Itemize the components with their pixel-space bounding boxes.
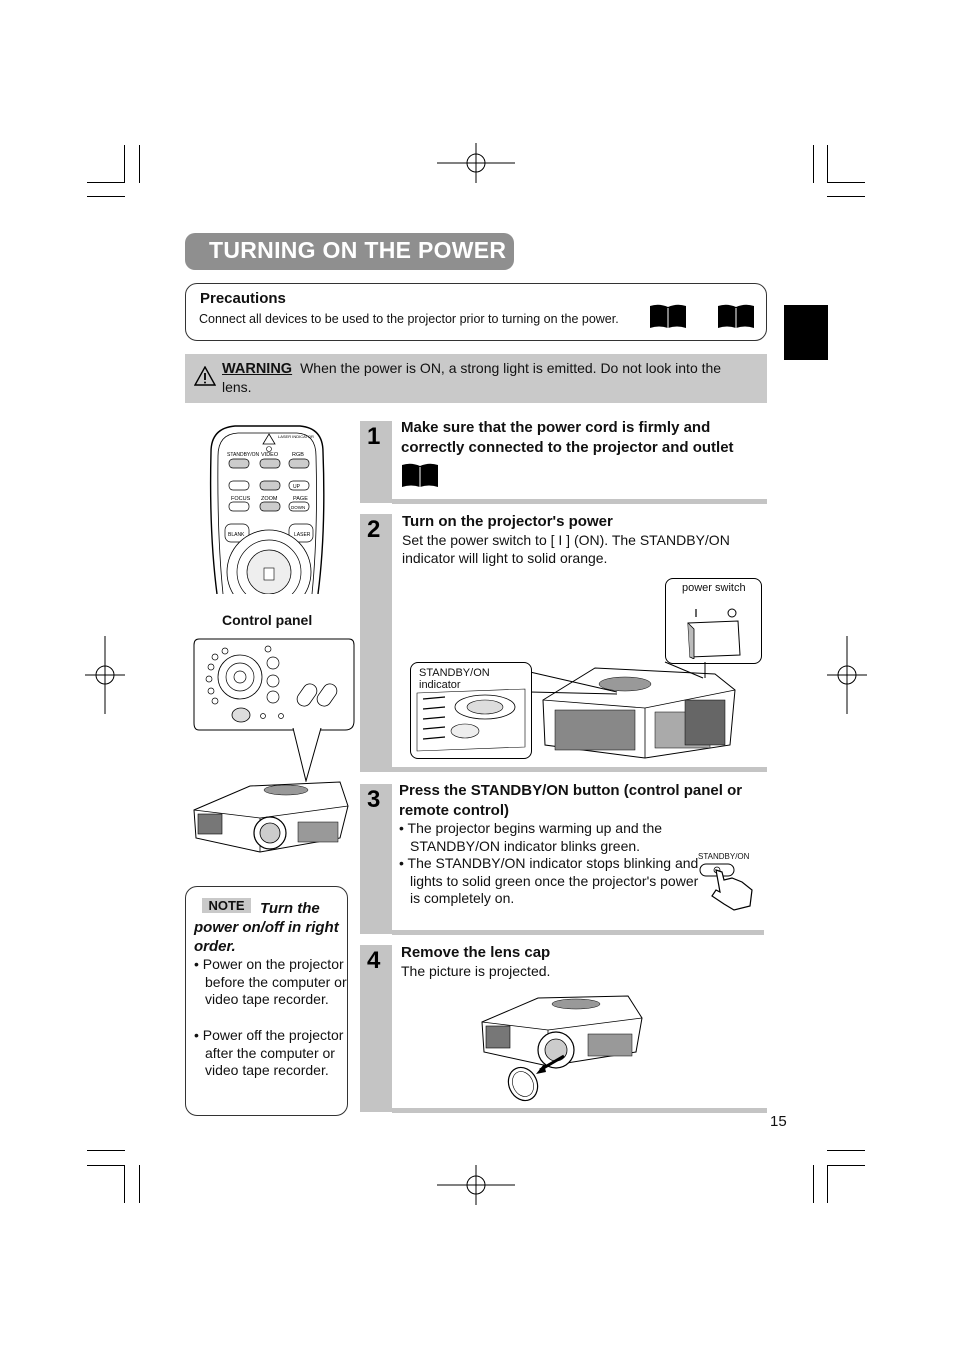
registration-mark-icon [437,1165,515,1205]
note-item: • Power on the projector before the comp… [194,956,347,1007]
crop-mark [827,1165,865,1166]
precautions-box: Precautions Connect all devices to be us… [185,283,767,341]
book-icon [402,463,438,487]
crop-mark [827,145,828,183]
step-title: Press the STANDBY/ON button (control pan… [399,782,743,819]
step-number: 2 [367,516,381,543]
warning-triangle-icon [194,366,216,386]
crop-mark [813,1165,814,1203]
step-title: Remove the lens cap [401,944,551,961]
remote-label-zoom: ZOOM [261,496,278,502]
step-number-bar: 3 [360,784,392,934]
note-box: NOTE Turn the power on/off in right orde… [185,886,348,1116]
page-number: 15 [770,1113,787,1130]
callout-lines [529,661,706,695]
remote-label-page: PAGE [293,496,308,502]
remote-label-video: VIDEO [261,452,279,458]
crop-mark [87,196,125,197]
remote-label-standby: STANDBY/ON [227,452,260,458]
remote-label-focus: FOCUS [231,496,251,502]
crop-mark [813,145,814,183]
standby-indicator-label: STANDBY/ON indicator [419,667,490,691]
crop-mark [139,145,140,183]
remote-label-laser: LASER [294,532,311,538]
crop-mark [827,1150,865,1151]
warning-label: WARNING [222,361,293,377]
step-divider [392,1108,767,1113]
step-body: Set the power switch to [ I ] (ON). The … [402,532,730,566]
remote-label-down: DOWN [291,505,305,510]
standby-button-label: STANDBY/ON [698,852,750,861]
step-number: 4 [367,947,381,974]
book-icon [718,304,754,328]
power-switch-label: power switch [682,582,746,594]
remote-label-up: UP [293,484,301,490]
page-title: TURNING ON THE POWER [209,237,507,263]
indicator-panel-icon [416,688,526,752]
projector-lens-cap-illustration [481,995,643,1102]
standby-indicator-callout: STANDBY/ON indicator [410,662,532,759]
precautions-text: Connect all devices to be used to the pr… [199,312,619,326]
control-panel-caption: Control panel [222,612,313,628]
crop-mark [124,145,125,183]
control-panel-illustration [193,638,355,731]
note-item: • Power off the projector after the comp… [194,1027,344,1078]
step-divider [392,499,767,504]
step-bullet: • The STANDBY/ON indicator stops blinkin… [399,855,699,906]
step-number: 3 [367,786,381,813]
power-switch-callout: power switch [665,578,762,664]
remote-control-illustration: LASER INDICATOR STANDBY/ON VIDEO RGB FOC… [209,425,325,594]
crop-mark [87,1165,125,1166]
step-number-bar: 2 [360,514,392,772]
step-divider [392,767,767,772]
step-divider [392,930,764,935]
precautions-heading: Precautions [200,290,286,307]
book-icon [650,304,686,328]
crop-mark [827,1165,828,1203]
registration-mark-icon [827,636,867,714]
remote-label-laser-indicator: LASER INDICATOR [278,434,314,439]
step-number: 1 [367,423,381,450]
note-badge: NOTE [202,898,251,913]
note-heading: Turn the power on/off in right order. [194,900,339,955]
registration-mark-icon [437,143,515,183]
power-switch-icon [687,608,741,659]
projector-rear-illustration [542,667,736,759]
registration-mark-icon [85,636,125,714]
step-number-bar: 1 [360,421,392,503]
projector-illustration [193,781,349,853]
crop-mark [827,196,865,197]
step-body: The picture is projected. [401,963,551,979]
step-title: Turn on the projector's power [402,513,613,530]
warning-message: When the power is ON, a strong light is … [222,360,722,395]
crop-mark [87,182,125,183]
hand-press-icon [699,863,753,911]
callout-pointer [292,728,322,782]
step-title: Make sure that the power cord is firmly … [401,419,734,456]
chapter-tab [784,305,828,360]
remote-label-rgb: RGB [292,452,304,458]
section-title-banner: TURNING ON THE POWER [185,233,514,270]
crop-mark [124,1165,125,1203]
step-bullet: • The projector begins warming up and th… [399,820,663,854]
crop-mark [87,1150,125,1151]
crop-mark [827,182,865,183]
remote-label-blank: BLANK [228,532,245,538]
step-number-bar: 4 [360,945,392,1112]
crop-mark [139,1165,140,1203]
